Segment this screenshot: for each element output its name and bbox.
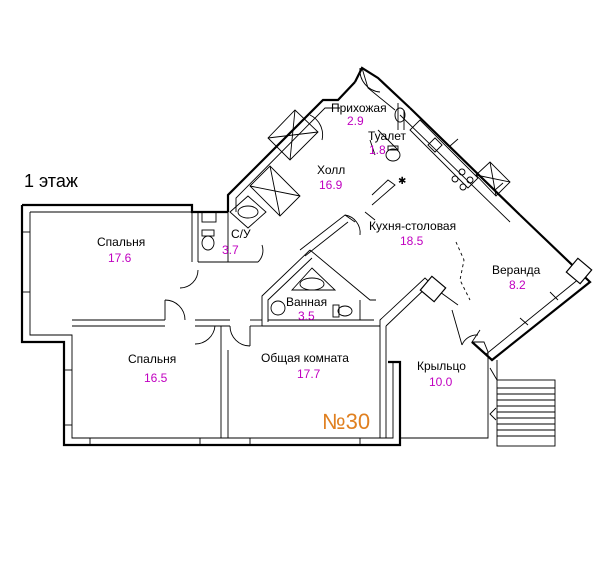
floor-label: 1 этаж	[24, 171, 78, 191]
doors	[164, 67, 479, 347]
room-name-bedroom1: Спальня	[97, 235, 145, 249]
room-name-kitchen: Кухня-столовая	[369, 219, 456, 233]
room-area-hall: 16.9	[319, 178, 343, 192]
wardrobes	[249, 109, 511, 217]
room-name-toilet: Туалет	[368, 129, 406, 143]
svg-text:✱: ✱	[398, 176, 406, 187]
room-name-hall-entry: Прихожая	[331, 101, 387, 115]
room-name-porch: Крыльцо	[417, 359, 466, 373]
room-area-bedroom1: 17.6	[108, 251, 132, 265]
room-area-bedroom2: 16.5	[144, 371, 168, 385]
room-name-bedroom2: Спальня	[128, 352, 176, 366]
room-area-porch: 10.0	[429, 375, 453, 389]
room-area-bath: 3.5	[298, 309, 315, 323]
room-name-hall: Холл	[317, 163, 345, 177]
room-name-su: С/У	[231, 227, 251, 241]
porch-stairs	[489, 360, 556, 447]
room-name-veranda: Веранда	[492, 263, 541, 277]
room-area-hall-entry: 2.9	[347, 114, 364, 128]
outer-walls	[20, 66, 593, 447]
fixtures: ✱	[201, 107, 479, 318]
room-area-kitchen: 18.5	[400, 234, 424, 248]
plan-number: №30	[322, 409, 370, 434]
room-area-su: 3.7	[222, 243, 239, 257]
room-area-veranda: 8.2	[509, 278, 526, 292]
room-area-living: 17.7	[297, 367, 321, 381]
room-name-bath: Ванная	[286, 295, 327, 309]
room-name-living: Общая комната	[261, 351, 349, 365]
interior-walls	[72, 103, 489, 439]
room-area-toilet: 1.8	[369, 143, 386, 157]
